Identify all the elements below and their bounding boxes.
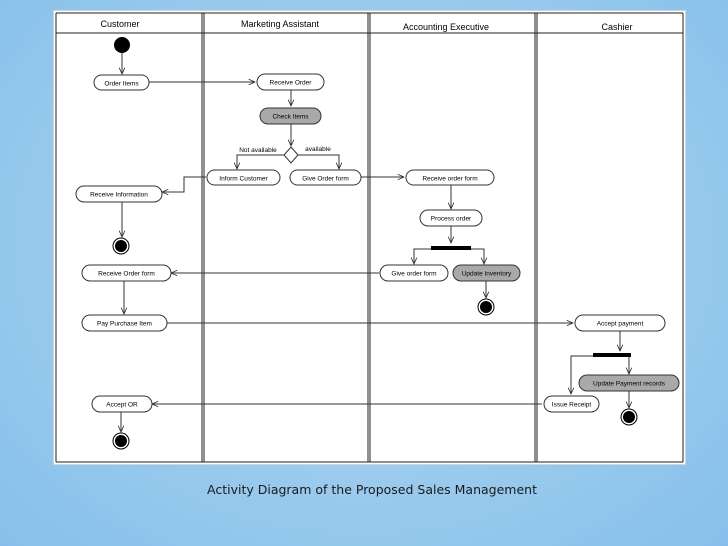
fork-bar-accounting — [431, 246, 471, 250]
node-update-inventory-label: Update Inventory — [462, 271, 512, 278]
node-check-items: Check Items — [259, 107, 322, 125]
node-give-order-form-ma: Give Order form — [289, 169, 362, 186]
node-order-items-label: Order Items — [104, 81, 139, 88]
activity-diagram: Customer Marketing Assistant Accounting … — [55, 12, 684, 463]
fork-bar-cashier — [593, 353, 631, 357]
decision-diamond — [283, 146, 299, 164]
node-accept-or: Accept OR — [91, 395, 153, 413]
diagram-panel: Customer Marketing Assistant Accounting … — [53, 10, 686, 465]
node-inform-customer: Inform Customer — [206, 169, 281, 186]
node-receive-order-form-c-label: Receive Order form — [98, 271, 155, 278]
node-issue-receipt: Issue Receipt — [543, 395, 600, 413]
guard-not-available: Not available — [239, 147, 277, 154]
flow-connectors — [121, 53, 629, 432]
node-receive-order-label: Receive Order — [270, 80, 313, 87]
end-node-inventory — [477, 298, 495, 316]
node-receive-order-form-ae: Receive order form — [405, 169, 495, 186]
node-receive-information-label: Receive Information — [90, 192, 148, 199]
node-update-inventory: Update Inventory — [452, 264, 521, 282]
node-update-payment-records-label: Update Payment records — [593, 381, 666, 388]
node-receive-order: Receive Order — [256, 73, 325, 91]
node-accept-or-label: Accept OR — [106, 402, 138, 409]
lane-header-customer: Customer — [100, 19, 139, 29]
node-update-payment-records: Update Payment records — [578, 374, 680, 392]
node-give-order-form-ae-label: Give order form — [391, 271, 436, 278]
node-receive-order-form-ae-label: Receive order form — [422, 176, 477, 183]
node-issue-receipt-label: Issue Receipt — [552, 402, 592, 409]
node-pay-purchase-item: Pay Purchase Item — [81, 314, 168, 332]
end-node-customer-2 — [112, 432, 130, 450]
lane-header-marketing-assistant: Marketing Assistant — [241, 19, 320, 29]
lane-header-cashier: Cashier — [601, 22, 632, 32]
node-accept-payment-label: Accept payment — [597, 321, 644, 328]
node-order-items: Order Items — [93, 74, 150, 91]
node-receive-information: Receive Information — [75, 185, 163, 203]
node-receive-order-form-c: Receive Order form — [81, 264, 172, 282]
end-node-payment — [620, 408, 638, 426]
slide-caption: Activity Diagram of the Proposed Sales M… — [207, 482, 537, 497]
start-node — [114, 37, 130, 53]
node-process-order-label: Process order — [431, 216, 472, 223]
node-process-order: Process order — [419, 209, 483, 227]
swimlane-borders — [55, 12, 684, 463]
node-pay-purchase-item-label: Pay Purchase Item — [97, 321, 152, 328]
node-give-order-form-ae: Give order form — [379, 264, 449, 282]
guard-available: available — [305, 146, 331, 153]
node-check-items-label: Check Items — [272, 114, 309, 121]
lane-header-accounting-executive: Accounting Executive — [403, 22, 489, 32]
node-inform-customer-label: Inform Customer — [219, 176, 268, 183]
node-accept-payment: Accept payment — [574, 314, 666, 332]
end-node-customer-1 — [112, 237, 130, 255]
node-give-order-form-ma-label: Give Order form — [302, 176, 349, 183]
